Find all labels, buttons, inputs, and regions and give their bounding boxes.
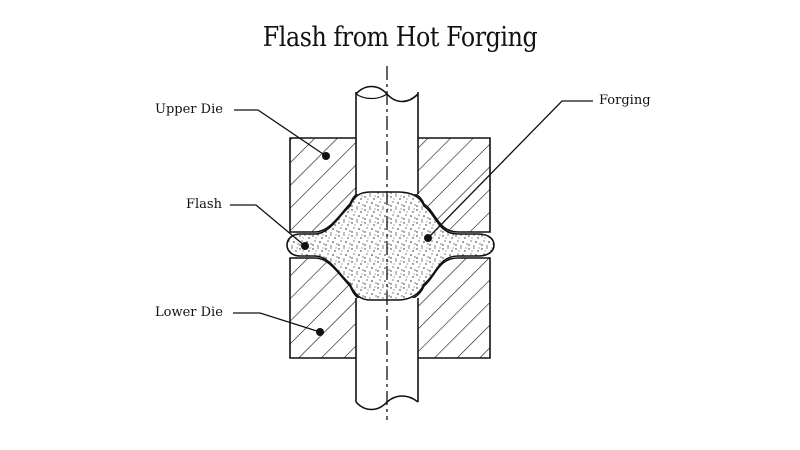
label-flash: Flash bbox=[186, 197, 222, 212]
leader-forging bbox=[424, 100, 593, 242]
leader-lower-die bbox=[233, 312, 324, 336]
label-upper-die: Upper Die bbox=[155, 102, 223, 117]
leader-flash bbox=[230, 204, 309, 250]
forging-workpiece bbox=[286, 191, 495, 301]
diagram-title: Flash from Hot Forging bbox=[262, 22, 538, 53]
leader-upper-die bbox=[234, 109, 330, 160]
label-lower-die: Lower Die bbox=[155, 305, 223, 320]
label-forging: Forging bbox=[599, 93, 651, 108]
